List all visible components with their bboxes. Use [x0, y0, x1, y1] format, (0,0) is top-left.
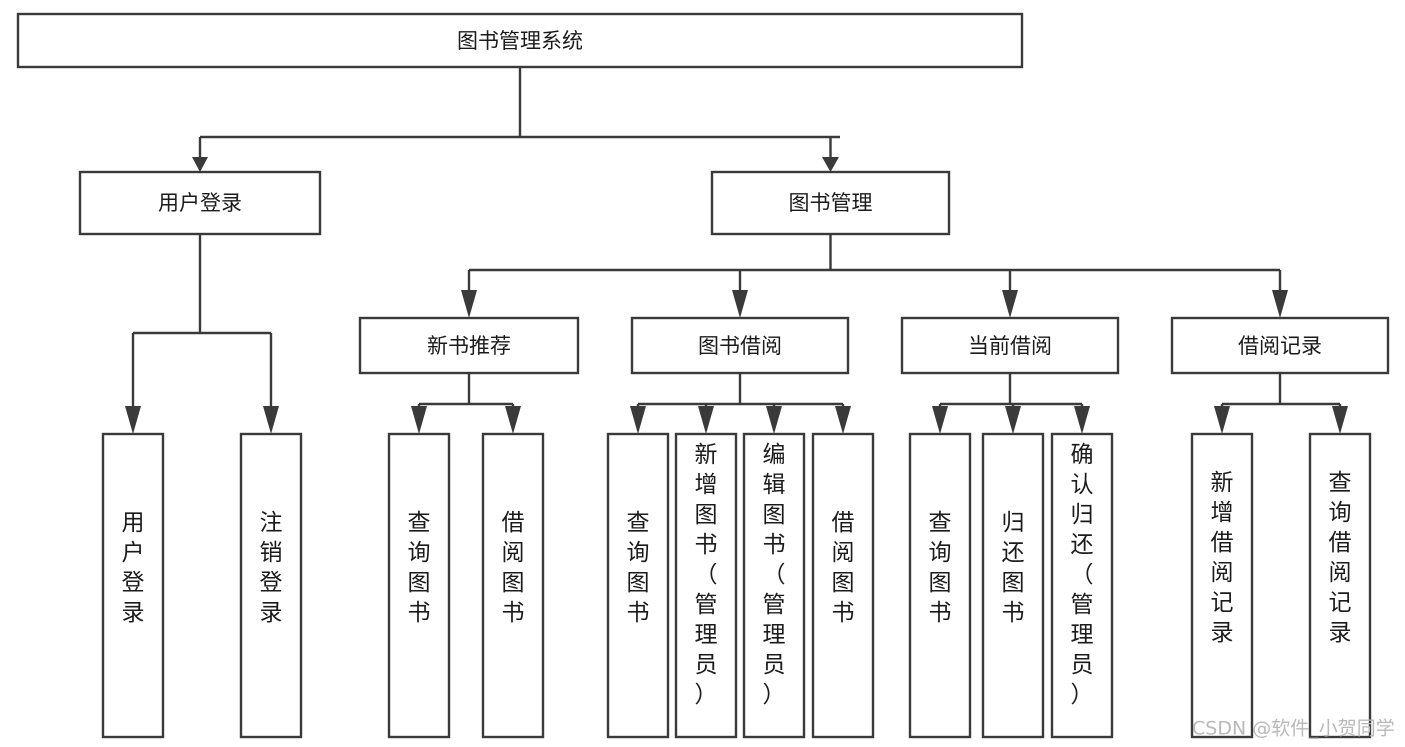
node-book-borrow[interactable]: 图书借阅	[630, 316, 850, 375]
leaf-edit-book-admin-box[interactable]	[742, 432, 806, 739]
leaf-confirm-return-admin-label: 确认归还（管理员）	[1071, 442, 1094, 708]
leaf-return-book-label: 归还图书	[1002, 510, 1025, 626]
arrow-to-leaf-user-login	[125, 406, 141, 434]
leaf-borrow-book-newrec-label: 借阅图书	[502, 510, 525, 626]
node-new-book-recommend[interactable]: 新书推荐	[358, 316, 580, 375]
leaf-add-book-admin[interactable]: 新增图书（管理员）	[674, 432, 738, 739]
node-user-login-box[interactable]	[78, 170, 322, 236]
leaf-add-book-admin-box[interactable]	[674, 432, 738, 739]
leaf-query-book-current-label: 查询图书	[929, 510, 952, 626]
leaf-query-book-current[interactable]: 查询图书	[908, 432, 972, 739]
leaf-edit-book-admin-label: 编辑图书（管理员）	[763, 442, 786, 708]
node-new-book-recommend-label: 新书推荐	[427, 334, 511, 358]
leaf-query-book-current-box[interactable]	[908, 432, 972, 739]
leaf-borrow-book-borrow[interactable]: 借阅图书	[811, 432, 875, 739]
leaf-return-book-box[interactable]	[981, 432, 1045, 739]
node-root-system-box[interactable]	[16, 12, 1024, 69]
leaf-edit-book-admin[interactable]: 编辑图书（管理员）	[742, 432, 806, 739]
arrow-to-user-login	[192, 157, 208, 172]
leaf-query-borrow-record[interactable]: 查询借阅记录	[1308, 432, 1372, 739]
arrowhead-layer	[125, 157, 1348, 434]
edge-root-to-level2-trunk	[198, 67, 840, 160]
edge-bookmgmt-to-level3-trunk	[467, 234, 1282, 294]
leaf-logout-label: 注销登录	[260, 510, 283, 626]
node-book-borrow-label: 图书借阅	[698, 334, 782, 358]
leaf-add-book-admin-label: 新增图书（管理员）	[695, 442, 718, 708]
edge-currentborrow-to-leaves	[938, 373, 1084, 411]
arrow-to-leaf-confirm-return	[1074, 406, 1090, 434]
leaf-user-login-box[interactable]	[101, 432, 165, 739]
leaf-confirm-return-admin-box[interactable]	[1050, 432, 1114, 739]
edge-userlogin-to-leaves	[131, 234, 273, 410]
arrow-to-borrow-record	[1272, 290, 1288, 318]
node-current-borrow-box[interactable]	[900, 316, 1120, 375]
leaf-user-login[interactable]: 用户登录	[101, 432, 165, 739]
leaf-query-book-borrow[interactable]: 查询图书	[606, 432, 670, 739]
arrow-to-leaf-borrow-book-b	[835, 406, 851, 434]
leaf-borrow-book-borrow-label: 借阅图书	[832, 510, 855, 626]
arrow-to-leaf-add-record	[1214, 406, 1230, 434]
node-book-management-box[interactable]	[710, 170, 951, 236]
arrow-to-leaf-borrow-book-a	[505, 406, 521, 434]
leaf-add-borrow-record[interactable]: 新增借阅记录	[1190, 432, 1254, 739]
arrow-to-leaf-query-book-b	[630, 406, 646, 434]
arrow-to-leaf-logout	[263, 406, 279, 434]
node-book-borrow-box[interactable]	[630, 316, 850, 375]
node-borrow-record-label: 借阅记录	[1238, 334, 1322, 358]
arrow-to-leaf-query-record	[1332, 406, 1348, 434]
node-user-login[interactable]: 用户登录	[78, 170, 322, 236]
arrow-to-book-borrow	[732, 290, 748, 318]
node-root-system[interactable]: 图书管理系统	[16, 12, 1024, 69]
node-borrow-record-box[interactable]	[1170, 316, 1390, 375]
node-user-login-label: 用户登录	[158, 191, 242, 215]
node-current-borrow-label: 当前借阅	[968, 334, 1052, 358]
arrow-to-leaf-query-book-c	[932, 406, 948, 434]
edge-newbook-to-leaves	[417, 373, 515, 411]
connector-layer	[131, 67, 1342, 411]
leaf-confirm-return-admin[interactable]: 确认归还（管理员）	[1050, 432, 1114, 739]
node-new-book-recommend-box[interactable]	[358, 316, 580, 375]
leaf-borrow-book-borrow-box[interactable]	[811, 432, 875, 739]
leaf-add-borrow-record-box[interactable]	[1190, 432, 1254, 739]
leaf-query-book-newrec-box[interactable]	[387, 432, 451, 739]
leaf-query-book-newrec[interactable]: 查询图书	[387, 432, 451, 739]
leaf-return-book[interactable]: 归还图书	[981, 432, 1045, 739]
leaf-add-borrow-record-label: 新增借阅记录	[1211, 470, 1234, 646]
node-book-management-label: 图书管理	[789, 191, 873, 215]
node-book-management[interactable]: 图书管理	[710, 170, 951, 236]
leaf-query-book-borrow-label: 查询图书	[627, 510, 650, 626]
arrow-to-leaf-return-book	[1005, 406, 1021, 434]
leaf-logout[interactable]: 注销登录	[239, 432, 303, 739]
arrow-to-current-borrow	[1002, 290, 1018, 318]
leaf-query-borrow-record-label: 查询借阅记录	[1329, 470, 1352, 646]
leaf-query-book-newrec-label: 查询图书	[408, 510, 431, 626]
leaf-query-borrow-record-box[interactable]	[1308, 432, 1372, 739]
leaf-query-book-borrow-box[interactable]	[606, 432, 670, 739]
arrow-to-leaf-query-book-a	[411, 406, 427, 434]
node-root-system-label: 图书管理系统	[457, 29, 583, 53]
leaf-borrow-book-newrec[interactable]: 借阅图书	[481, 432, 545, 739]
leaf-borrow-book-newrec-box[interactable]	[481, 432, 545, 739]
leaf-logout-box[interactable]	[239, 432, 303, 739]
edge-borrowbook-to-leaves	[636, 373, 845, 411]
arrow-to-leaf-add-book	[698, 406, 714, 434]
arrow-to-book-management	[822, 157, 839, 172]
leaf-user-login-label: 用户登录	[122, 510, 145, 626]
arrow-to-new-book-rec	[461, 290, 477, 318]
arrow-to-leaf-edit-book	[766, 406, 782, 434]
node-current-borrow[interactable]: 当前借阅	[900, 316, 1120, 375]
edge-borrowrecord-to-leaves	[1220, 373, 1342, 411]
csdn-watermark: CSDN @软件_小贺同学	[1192, 718, 1395, 740]
node-borrow-record[interactable]: 借阅记录	[1170, 316, 1390, 375]
